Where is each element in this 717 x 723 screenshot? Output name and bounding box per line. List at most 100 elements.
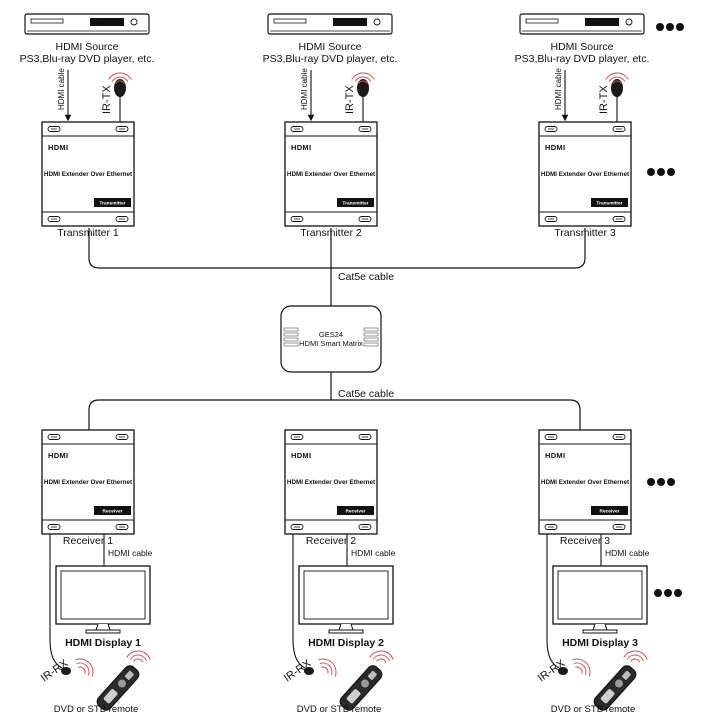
hdmi-source-player: HDMI 0:58 — [24, 13, 150, 35]
ir-tx-label: IR-TX — [598, 85, 610, 114]
ir-wave — [358, 80, 368, 84]
remote-keypad — [600, 689, 615, 704]
matrix-name: HDMI Smart Matrix — [299, 339, 363, 348]
transmitter-logo: HDMI — [48, 143, 68, 152]
hdmi-source-player: HDMI 0:58 — [267, 13, 393, 35]
source-label-line2: PS3,Blu-ray DVD player, etc. — [20, 53, 155, 65]
receiver-box — [538, 429, 632, 535]
ir-rx-sensor-icon — [558, 667, 568, 675]
transmitter-box — [538, 121, 632, 227]
transmitter-title: HDMI Extender Over Ethernet — [44, 171, 133, 178]
display-cable-label: HDMI cable — [108, 548, 153, 558]
ir-tx-emitter-icon — [114, 79, 126, 97]
display-label: HDMI Display 1 — [65, 637, 141, 649]
display-label: HDMI Display 3 — [562, 637, 638, 649]
matrix-model: GES24 — [319, 330, 343, 339]
ir-wave — [354, 76, 372, 82]
ir-rx-cable — [49, 534, 63, 669]
remote-keypad — [346, 689, 361, 704]
ir-tx-emitter-icon — [611, 79, 623, 97]
receiver-logo: HDMI — [291, 451, 311, 460]
ir-tx-emitter-icon — [357, 79, 369, 97]
transmitter-title: HDMI Extender Over Ethernet — [541, 171, 630, 178]
ir-wave — [78, 666, 86, 674]
hdmi-cable-label: HDMI cable — [57, 68, 66, 110]
disc-tray — [525, 18, 559, 24]
top-cable-label: Cat5e cable — [338, 271, 394, 283]
ir-wave — [115, 80, 125, 84]
ir-rx-sensor-icon — [304, 667, 314, 675]
ir-wave — [129, 654, 147, 662]
power-button-icon — [625, 18, 633, 26]
receiver-badge-bg — [94, 506, 131, 515]
receiver-logo: HDMI — [48, 451, 68, 460]
receiver-box — [284, 429, 378, 535]
player-display-bg — [90, 18, 124, 26]
ir-wave — [376, 658, 387, 663]
ir-wave — [575, 666, 583, 674]
ir-wave — [126, 650, 151, 660]
ir-wave — [626, 654, 644, 662]
player-brand: HDMI — [339, 21, 349, 26]
ir-rx-cable — [292, 534, 306, 669]
receiver-name: Receiver 1 — [63, 535, 113, 547]
display-cable-label: HDMI cable — [351, 548, 396, 558]
remote-control-icon — [339, 665, 383, 711]
remote-keypad — [103, 689, 118, 704]
transmitter-title: HDMI Extender Over Ethernet — [287, 171, 376, 178]
display-screen — [557, 570, 643, 620]
remote-label: DVD or STB remote — [551, 704, 635, 715]
remote-dpad — [118, 679, 127, 688]
display-stand — [592, 623, 608, 631]
transmitter-badge: Transmitter — [596, 201, 622, 207]
transmitter-box — [284, 121, 378, 227]
display-base — [328, 629, 364, 634]
display-base — [85, 629, 121, 634]
ir-wave — [318, 658, 337, 677]
ir-wave — [321, 666, 329, 674]
display-base — [582, 629, 618, 634]
transmitter-name: Transmitter 1 — [57, 227, 119, 239]
ir-wave — [372, 654, 390, 662]
receiver-title: HDMI Extender Over Ethernet — [44, 479, 133, 486]
display-cable-label: HDMI cable — [605, 548, 650, 558]
hdmi-cable-label: HDMI cable — [554, 68, 563, 110]
ir-tx-label: IR-TX — [101, 85, 113, 114]
transmitter-box — [41, 121, 135, 227]
player-display: 0:58 — [354, 21, 366, 27]
ir-wave — [369, 650, 394, 660]
ir-wave — [572, 658, 591, 677]
power-button-icon — [130, 18, 138, 26]
ir-wave — [630, 658, 641, 663]
transmitter-badge-bg — [337, 198, 374, 207]
receiver-badge: Receiver — [102, 509, 122, 515]
transmitter-logo: HDMI — [291, 143, 311, 152]
receiver-title: HDMI Extender Over Ethernet — [287, 479, 376, 486]
ir-wave — [573, 662, 587, 676]
source-label-line1: HDMI Source — [298, 41, 361, 53]
transmitter-badge-bg — [94, 198, 131, 207]
remote-dpad — [361, 679, 370, 688]
player-brand: HDMI — [591, 21, 601, 26]
transmitter-badge: Transmitter — [99, 201, 125, 207]
player-display: 0:58 — [606, 21, 618, 27]
source-label-line1: HDMI Source — [550, 41, 613, 53]
transmitter-name: Transmitter 2 — [300, 227, 362, 239]
display-screen — [60, 570, 146, 620]
source-label-line1: HDMI Source — [55, 41, 118, 53]
hdmi-display — [552, 565, 648, 634]
ir-wave — [612, 80, 622, 84]
player-brand: HDMI — [96, 21, 106, 26]
ir-wave — [108, 72, 132, 80]
ir-wave — [76, 662, 90, 676]
ir-tx-label: IR-TX — [344, 85, 356, 114]
hdmi-display — [298, 565, 394, 634]
remote-label: DVD or STB remote — [297, 704, 381, 715]
ir-wave — [351, 72, 375, 80]
hdmi-source-player: HDMI 0:58 — [519, 13, 645, 35]
player-display: 0:58 — [111, 21, 123, 27]
remote-buttons — [621, 670, 631, 680]
receiver-title: HDMI Extender Over Ethernet — [541, 479, 630, 486]
